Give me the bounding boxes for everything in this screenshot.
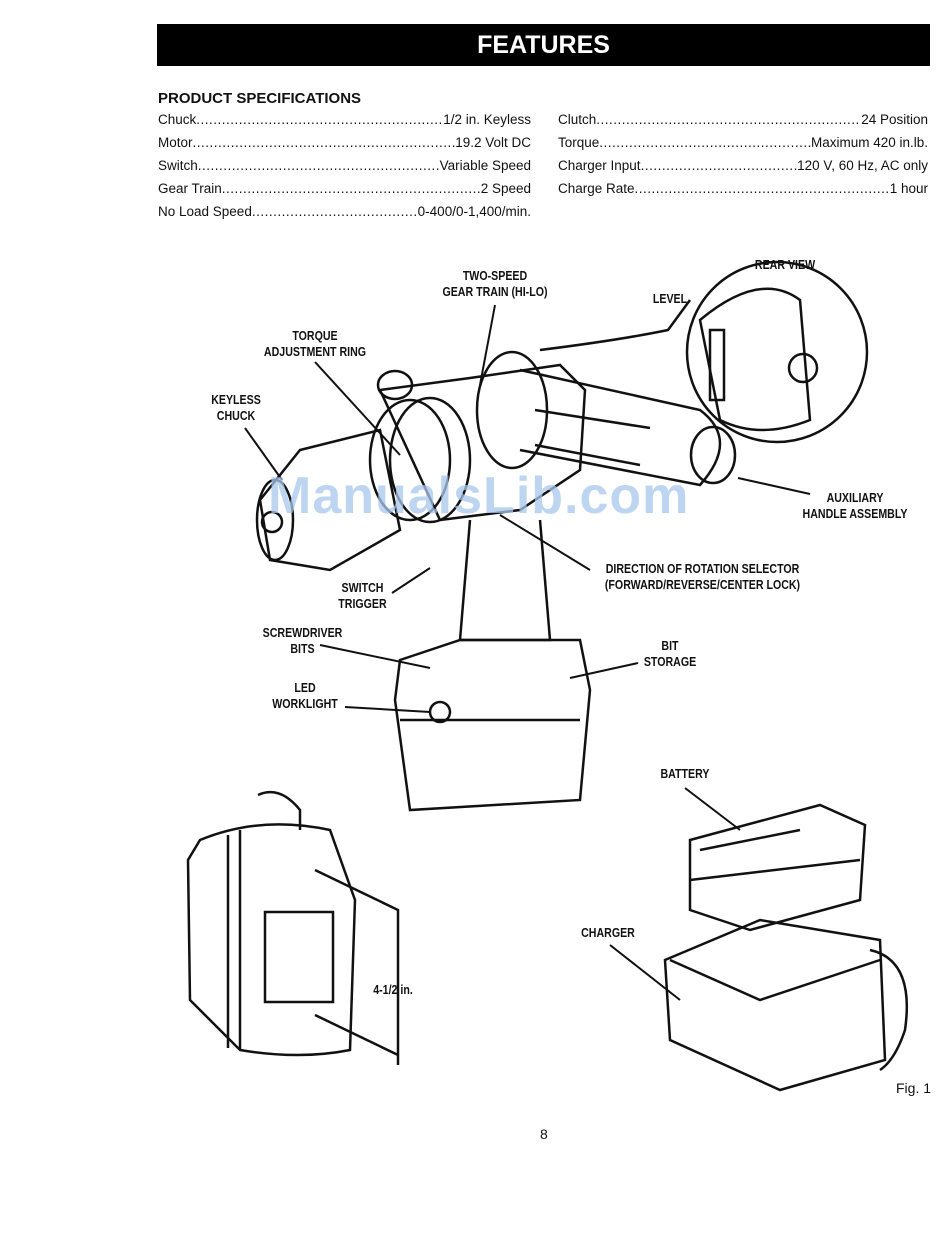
- drill-drawing: [255, 350, 737, 812]
- section-title-banner: FEATURES: [157, 24, 930, 66]
- spec-row: No Load Speed 0-400/0-1,400/min.: [158, 200, 531, 223]
- battery-charger-drawing: [663, 803, 909, 1092]
- spec-label: Torque: [558, 135, 600, 150]
- label-dimension: 4-1/2 in.: [373, 983, 413, 997]
- label-level: LEVEL: [652, 292, 688, 306]
- spec-value: 24 Position: [861, 112, 928, 127]
- watermark: ManualsLib.com: [268, 467, 690, 525]
- specifications-heading: PRODUCT SPECIFICATIONS: [158, 90, 362, 107]
- spec-value: 2 Speed: [480, 181, 531, 196]
- spec-label: Charge Rate: [558, 181, 635, 196]
- spec-row: Clutch 24 Position: [558, 108, 928, 131]
- page-number: 8: [540, 1126, 548, 1142]
- leader-lines: [244, 304, 811, 1001]
- spec-row: Gear Train 2 Speed: [158, 177, 531, 200]
- spec-label: Gear Train: [158, 181, 222, 196]
- spec-label: Clutch: [558, 112, 597, 127]
- spec-row: Torque Maximum 420 in.lb.: [558, 131, 928, 154]
- spec-row: Switch Variable Speed: [158, 154, 531, 177]
- figure-caption: Fig. 1: [896, 1080, 932, 1096]
- spec-row: Charge Rate 1 hour: [558, 177, 928, 200]
- label-charger: CHARGER: [581, 926, 635, 940]
- spec-value: 120 V, 60 Hz, AC only: [797, 158, 928, 173]
- spec-label: Switch: [158, 158, 198, 173]
- spec-value: 1 hour: [889, 181, 928, 196]
- label-battery: BATTERY: [660, 767, 710, 781]
- spec-value: 0-400/0-1,400/min.: [417, 204, 531, 219]
- spec-label: Motor: [158, 135, 193, 150]
- spec-row: Charger Input 120 V, 60 Hz, AC only: [558, 154, 928, 177]
- rear-view-inset: [539, 260, 869, 444]
- label-rear-view: REAR VIEW: [754, 258, 816, 272]
- spec-label: Chuck: [158, 112, 197, 127]
- spec-value: Variable Speed: [439, 158, 531, 173]
- spec-row: Motor 19.2 Volt DC: [158, 131, 531, 154]
- label-direction-selector: DIRECTION OF ROTATION SELECTOR(FORWARD/R…: [604, 562, 801, 592]
- spec-value: 19.2 Volt DC: [455, 135, 531, 150]
- spec-label: No Load Speed: [158, 204, 252, 219]
- spec-label: Charger Input: [558, 158, 641, 173]
- spec-row: Chuck 1/2 in. Keyless: [158, 108, 531, 131]
- specs-left-column: Chuck 1/2 in. Keyless Motor 19.2 Volt DC S…: [158, 108, 531, 223]
- spec-value: 1/2 in. Keyless: [443, 112, 531, 127]
- charger-bottom-drawing: [186, 790, 400, 1065]
- specs-right-column: Clutch 24 Position Torque Maximum 420 in.l…: [558, 108, 928, 200]
- spec-value: Maximum 420 in.lb.: [810, 135, 928, 150]
